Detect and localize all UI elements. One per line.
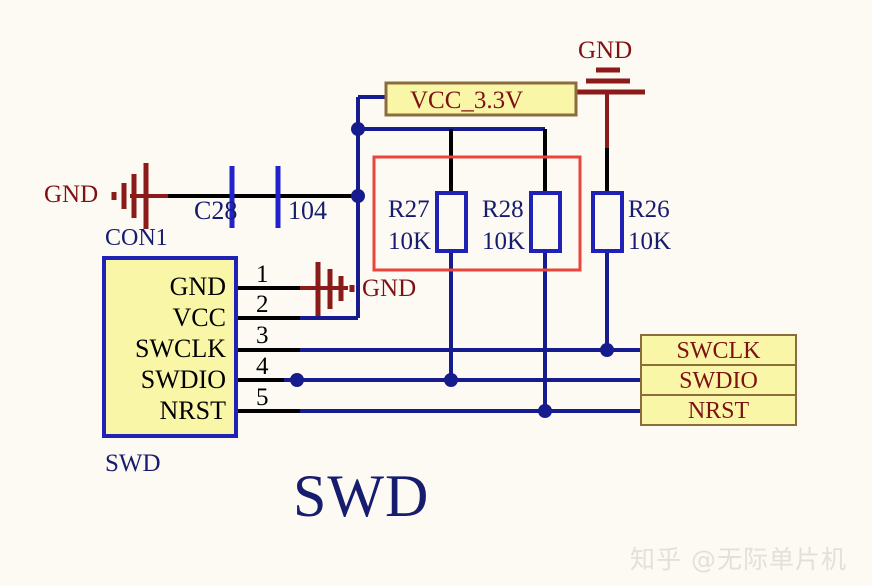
resistor-ref-r26: R26 — [628, 196, 670, 223]
capacitor-ref-c28: C28 — [194, 196, 238, 225]
junction-r27-swdio — [444, 373, 458, 387]
junction-pin4-swdio — [290, 373, 304, 387]
resistor-body-r26 — [591, 191, 624, 253]
ground-symbol-middle — [315, 262, 355, 316]
ground-symbol-top — [576, 67, 645, 95]
connector-body-swd — [102, 256, 238, 438]
pin-label-swdio: SWDIO — [140, 365, 226, 394]
pin-number-1: 1 — [256, 261, 269, 288]
ground-label-left: GND — [44, 181, 99, 208]
pin-label-vcc: VCC — [172, 303, 226, 332]
net-label-nrst: NRST — [687, 398, 750, 424]
resistor-body-r28 — [529, 191, 562, 253]
resistor-body-r27 — [435, 191, 468, 253]
net-label-box-swclk — [640, 334, 797, 366]
watermark: 知乎 @无际单片机 — [630, 545, 847, 574]
net-label-box-nrst — [640, 394, 797, 426]
ground-label-middle: GND — [362, 275, 417, 302]
net-label-box-swdio — [640, 364, 797, 396]
resistor-value-r27: 10K — [388, 228, 432, 255]
connector-name-swd: SWD — [105, 450, 161, 477]
net-label-swclk: SWCLK — [676, 338, 761, 364]
resistor-value-r26: 10K — [628, 228, 672, 255]
ground-symbol-left — [111, 163, 149, 229]
pin-label-swclk: SWCLK — [135, 334, 226, 363]
ground-label-top: GND — [578, 37, 633, 64]
junction-cap-bus — [351, 189, 365, 203]
capacitor-value-104: 104 — [288, 196, 327, 225]
pin-label-gnd: GND — [169, 272, 226, 301]
power-label-vcc: VCC_3.3V — [410, 87, 524, 114]
power-label-box-vcc — [384, 81, 578, 117]
junction-vcc-rail — [351, 122, 365, 136]
diagram-title: SWD — [293, 463, 430, 529]
resistor-ref-r28: R28 — [482, 196, 524, 223]
net-label-swdio: SWDIO — [679, 368, 758, 394]
highlight-box-pullup-resistors — [372, 155, 582, 272]
resistor-ref-r27: R27 — [388, 196, 430, 223]
pin-number-4: 4 — [256, 353, 269, 380]
resistor-value-r28: 10K — [482, 228, 526, 255]
pin-label-nrst: NRST — [159, 396, 226, 425]
junction-r28-nrst — [538, 404, 552, 418]
pin-number-5: 5 — [256, 384, 269, 411]
connector-ref-con1: CON1 — [105, 225, 168, 251]
pin-number-3: 3 — [256, 322, 269, 349]
pin-number-2: 2 — [256, 291, 269, 318]
junction-r26-swclk — [600, 343, 614, 357]
